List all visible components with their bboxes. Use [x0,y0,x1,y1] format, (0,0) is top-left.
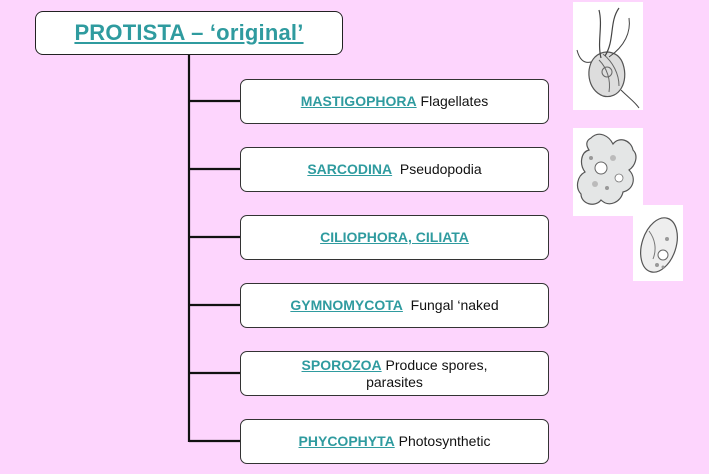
node-label: MASTIGOPHORA Flagellates [301,93,488,110]
root-title: PROTISTA – ‘original’ [74,20,304,45]
node-sporozoa: SPOROZOA Produce spores, parasites [240,351,549,396]
node-ciliophora: CILIOPHORA, CILIATA [240,215,549,260]
flagellate-sketch-icon [576,7,640,109]
node-name: SPOROZOA [301,356,382,373]
node-mastigophora: MASTIGOPHORA Flagellates [240,79,549,124]
ciliate-illustration [633,205,683,281]
node-label: SARCODINA Pseudopodia [307,161,481,178]
root-box: PROTISTA – ‘original’ [35,11,343,55]
node-desc: Flagellates [420,93,489,109]
amoeba-illustration [573,128,643,216]
flagellate-illustration [573,2,643,110]
node-gymnomycota: GYMNOMYCOTA Fungal ‘naked [240,283,549,328]
node-label: GYMNOMYCOTA Fungal ‘naked [290,297,498,314]
node-name: PHYCOPHYTA [298,433,395,449]
node-name: GYMNOMYCOTA [290,297,403,313]
node-desc: Pseudopodia [399,161,482,177]
node-desc: Photosynthetic [398,433,491,449]
node-label: SPOROZOA Produce spores, parasites [285,357,505,391]
node-name: CILIOPHORA, CILIATA [320,229,469,245]
node-desc: Produce spores, parasites [366,356,488,390]
ciliate-sketch-icon [640,217,678,273]
node-label: CILIOPHORA, CILIATA [320,229,469,246]
node-name: MASTIGOPHORA [300,93,417,109]
node-label: PHYCOPHYTA Photosynthetic [299,433,491,450]
amoeba-sketch-icon [576,133,637,205]
node-name: SARCODINA [307,161,393,177]
node-sarcodina: SARCODINA Pseudopodia [240,147,549,192]
node-desc: Fungal ‘naked [410,297,499,313]
node-phycophyta: PHYCOPHYTA Photosynthetic [240,419,549,464]
